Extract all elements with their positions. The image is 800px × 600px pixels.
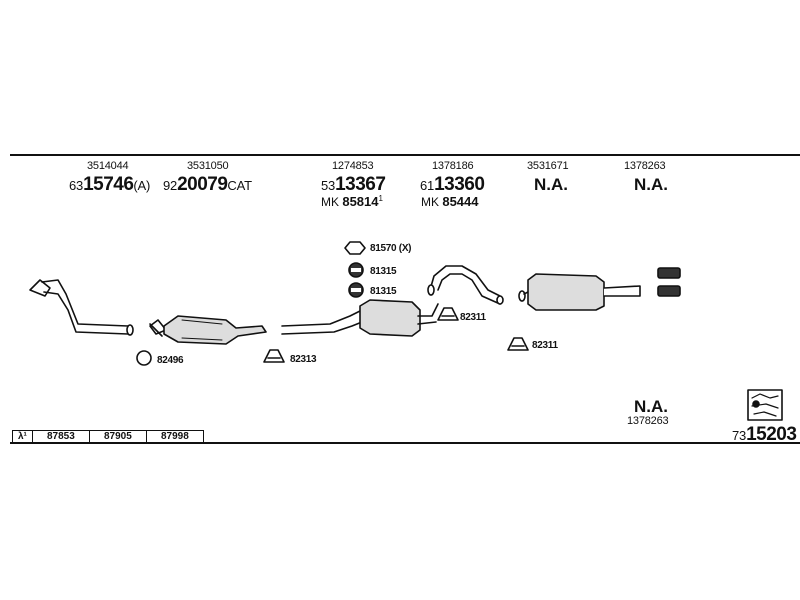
- bottom-rule: [10, 442, 800, 444]
- label-81315-b: 81315: [370, 286, 397, 297]
- legend-table: λ¹ 87853 87905 87998: [12, 430, 204, 443]
- kit-number: 7315203: [732, 424, 797, 445]
- col4-ref: 1378186: [432, 160, 474, 172]
- legend-value-3: 87998: [145, 430, 204, 443]
- col4-part-number: 6113360: [420, 174, 485, 195]
- front-pipe: [29, 279, 134, 336]
- label-81570: 81570 (X): [370, 243, 412, 254]
- label-82311-b: 82311: [532, 340, 558, 351]
- rear-silencer: [518, 273, 641, 311]
- clamp-82311b-icon: [507, 337, 529, 351]
- tail-pipe-trims: [657, 267, 681, 297]
- col5-na: N.A.: [534, 175, 568, 194]
- col1-ref: 3514044: [87, 160, 129, 172]
- clamp-81570-icon: [344, 241, 366, 255]
- label-82496: 82496: [157, 355, 184, 366]
- col2-ref: 3531050: [187, 160, 229, 172]
- clamp-82496-icon: [136, 350, 152, 366]
- lower-ref: 1378263: [627, 415, 669, 427]
- clamp-82313-icon: [263, 349, 285, 363]
- col3-mk-number: MK 858141: [321, 194, 383, 209]
- top-rule: [10, 154, 800, 156]
- intermediate-pipe: [427, 265, 504, 305]
- clamp-82311a-icon: [437, 307, 459, 321]
- col4-mk-number: MK 85444: [421, 194, 479, 209]
- col2-part-number: 9220079CAT: [163, 174, 252, 195]
- col3-ref: 1274853: [332, 160, 374, 172]
- col1-part-number: 6315746(A): [69, 174, 151, 195]
- label-81315-a: 81315: [370, 266, 397, 277]
- col5-ref: 3531671: [527, 160, 569, 172]
- col3-part-number: 5313367: [321, 174, 386, 195]
- kit-icon: [747, 389, 783, 421]
- legend-value-1: 87853: [31, 430, 90, 443]
- legend-symbol: λ¹: [12, 430, 33, 443]
- label-82313: 82313: [290, 354, 317, 365]
- catalytic-converter: [149, 315, 267, 345]
- middle-silencer: [281, 299, 439, 337]
- col6-ref: 1378263: [624, 160, 666, 172]
- lower-na: N.A.: [634, 397, 668, 416]
- legend-value-2: 87905: [88, 430, 147, 443]
- label-82311-a: 82311: [460, 312, 486, 323]
- col6-na: N.A.: [634, 175, 668, 194]
- rubber-ring-icons: [348, 262, 364, 298]
